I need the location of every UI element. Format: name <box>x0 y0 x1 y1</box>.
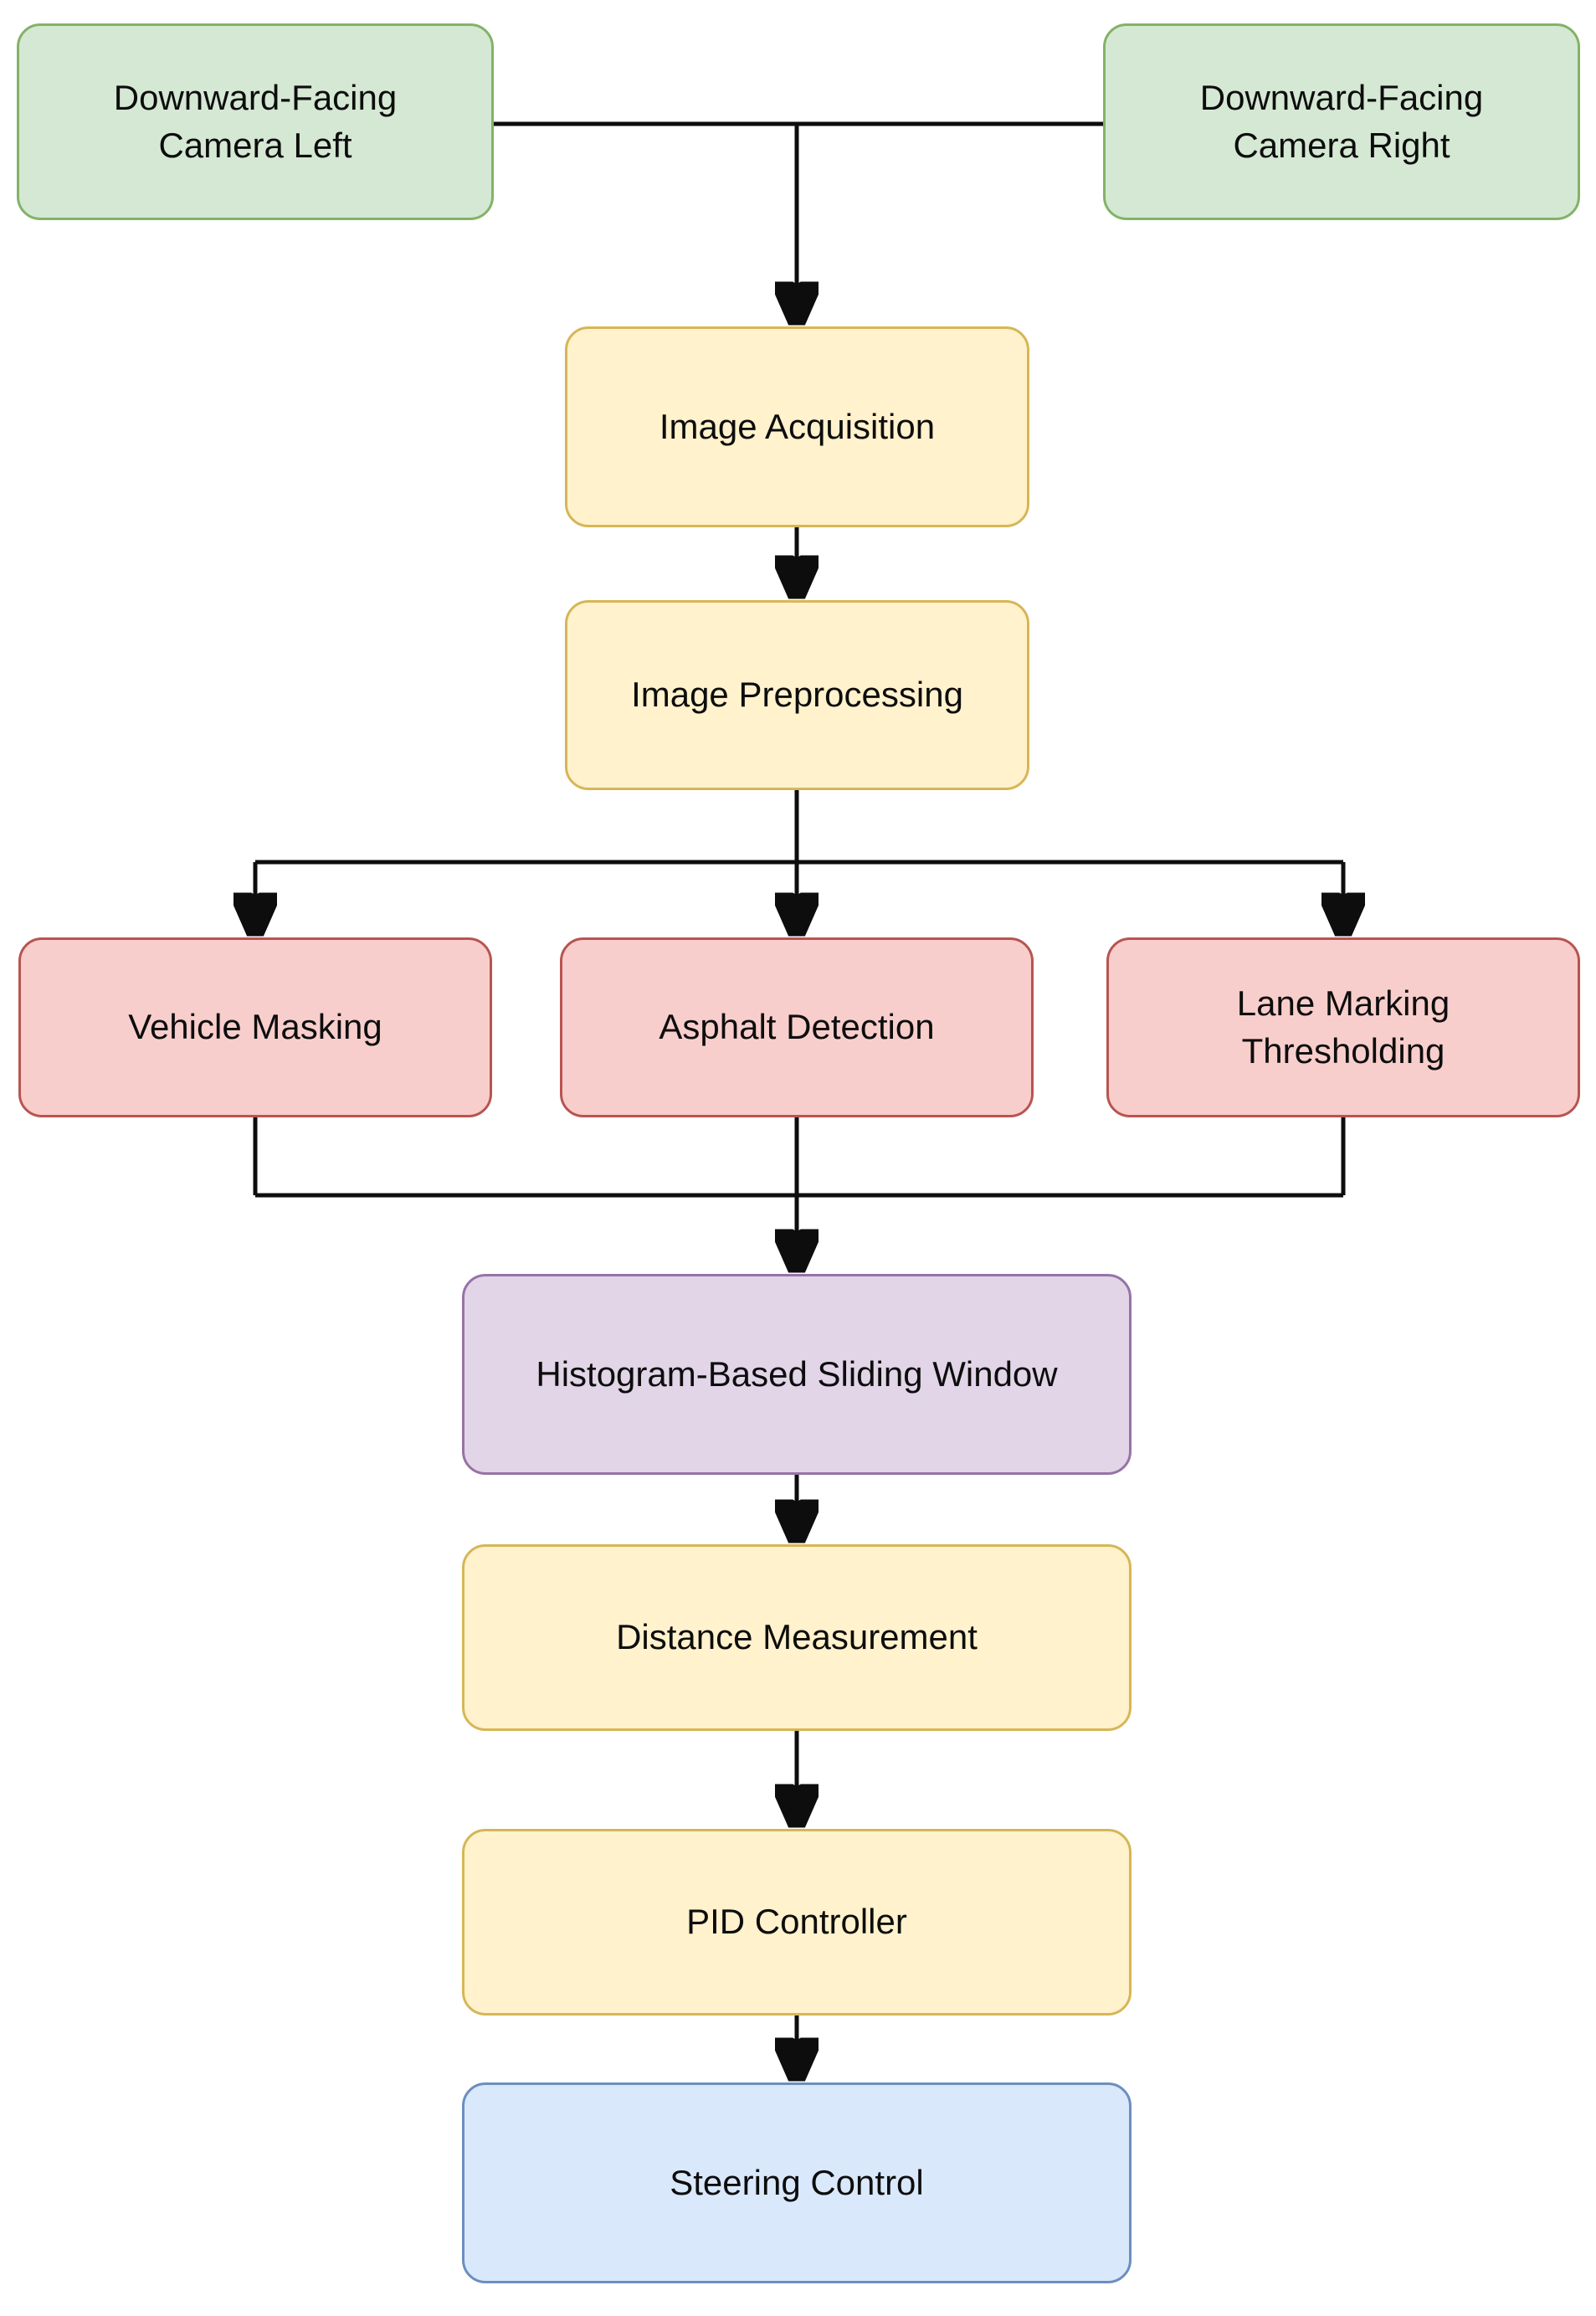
node-lane-marking-thresholding-label: Lane Marking Thresholding <box>1236 983 1450 1071</box>
node-image-acquisition-label: Image Acquisition <box>659 406 936 446</box>
node-histogram-sliding-window-label: Histogram-Based Sliding Window <box>536 1353 1058 1394</box>
node-pid-controller-label: PID Controller <box>686 1902 907 1942</box>
node-image-acquisition: Image Acquisition <box>565 326 1029 527</box>
node-vehicle-masking-label: Vehicle Masking <box>128 1007 382 1047</box>
node-vehicle-masking: Vehicle Masking <box>18 937 492 1117</box>
node-camera-right: Downward-Facing Camera Right <box>1103 23 1580 220</box>
node-asphalt-detection: Asphalt Detection <box>560 937 1034 1117</box>
node-camera-left-label: Downward-Facing Camera Left <box>113 77 398 165</box>
node-distance-measurement: Distance Measurement <box>462 1544 1132 1731</box>
node-histogram-sliding-window: Histogram-Based Sliding Window <box>462 1274 1132 1475</box>
node-image-preprocessing: Image Preprocessing <box>565 600 1029 790</box>
node-pid-controller: PID Controller <box>462 1829 1132 2016</box>
node-image-preprocessing-label: Image Preprocessing <box>631 675 963 715</box>
node-lane-marking-thresholding: Lane Marking Thresholding <box>1106 937 1580 1117</box>
node-steering-control-label: Steering Control <box>670 2162 924 2202</box>
node-steering-control: Steering Control <box>462 2082 1132 2283</box>
node-asphalt-detection-label: Asphalt Detection <box>659 1007 935 1047</box>
node-distance-measurement-label: Distance Measurement <box>616 1617 978 1657</box>
node-camera-left: Downward-Facing Camera Left <box>17 23 494 220</box>
node-camera-right-label: Downward-Facing Camera Right <box>1199 77 1484 165</box>
